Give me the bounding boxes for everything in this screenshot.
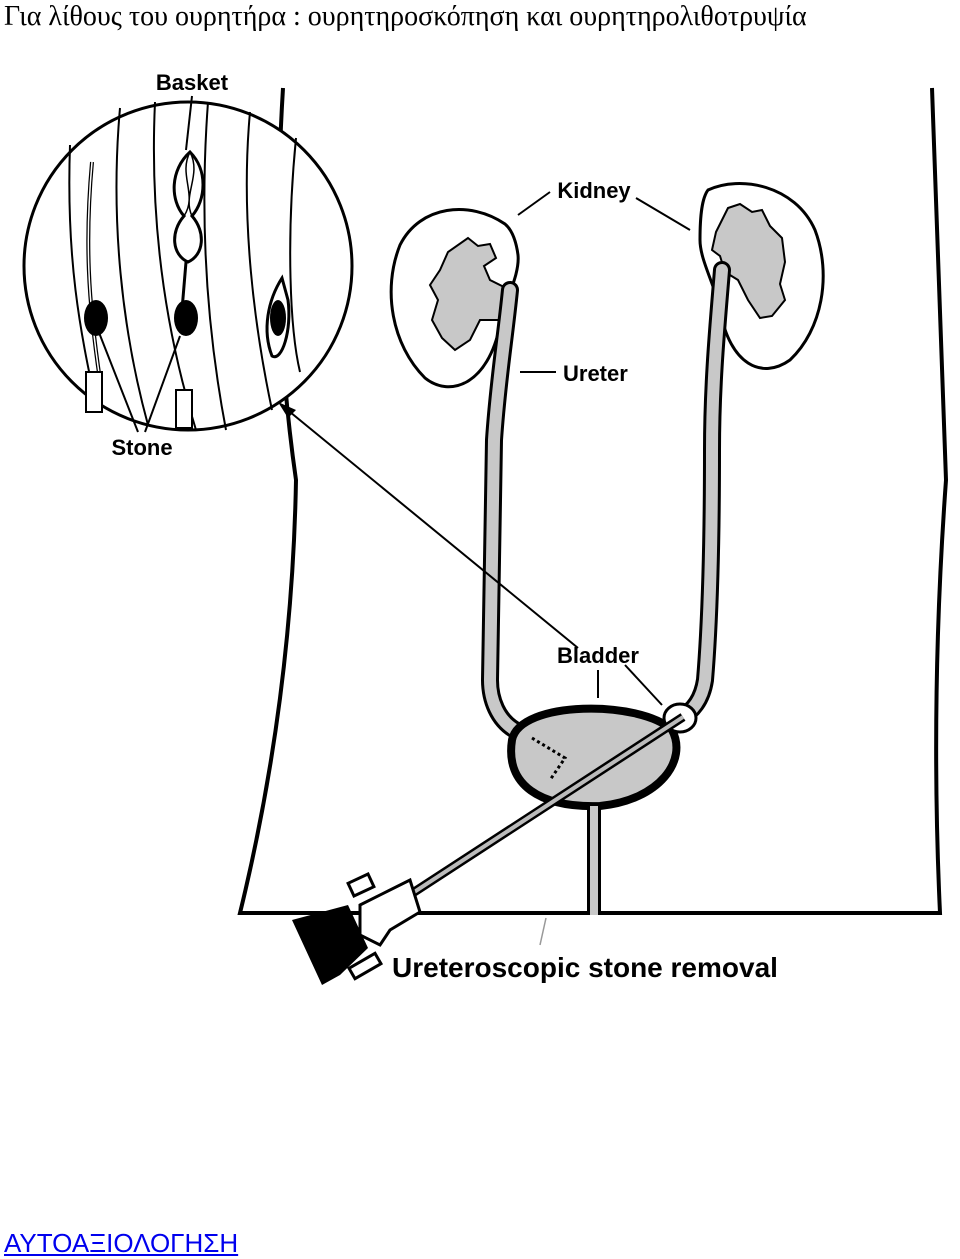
basket-open [172, 149, 205, 264]
stone-3 [270, 300, 286, 336]
label-kidney: Kidney [557, 178, 631, 203]
leader-lines [97, 95, 691, 706]
self-assessment-link[interactable]: ΑΥΤΟΑΞΙΟΛΟΓΗΣΗ [4, 1228, 239, 1258]
stone-1 [84, 300, 108, 336]
dotted-scope-left [531, 736, 568, 781]
label-bladder: Bladder [557, 643, 639, 668]
label-ureter: Ureter [563, 361, 628, 386]
stone-2 [174, 300, 198, 336]
label-basket: Basket [156, 70, 229, 95]
right-renal-pelvis [710, 202, 787, 320]
scope-valve [346, 951, 384, 981]
ureteroscope-tip-2 [175, 389, 193, 429]
page-title: Για λίθους του ουρητήρα : ουρητηροσκόπησ… [4, 1, 807, 32]
magnify-arrow [289, 411, 579, 649]
bladder [507, 704, 681, 811]
scope-port [346, 872, 376, 898]
scope-eyepiece [292, 905, 368, 985]
figure-caption: Ureteroscopic stone removal [392, 952, 778, 983]
pointer-leader-line [539, 917, 547, 946]
left-renal-pelvis [428, 236, 512, 352]
label-stone: Stone [111, 435, 172, 460]
ureteroscope-tip-1 [85, 371, 103, 413]
